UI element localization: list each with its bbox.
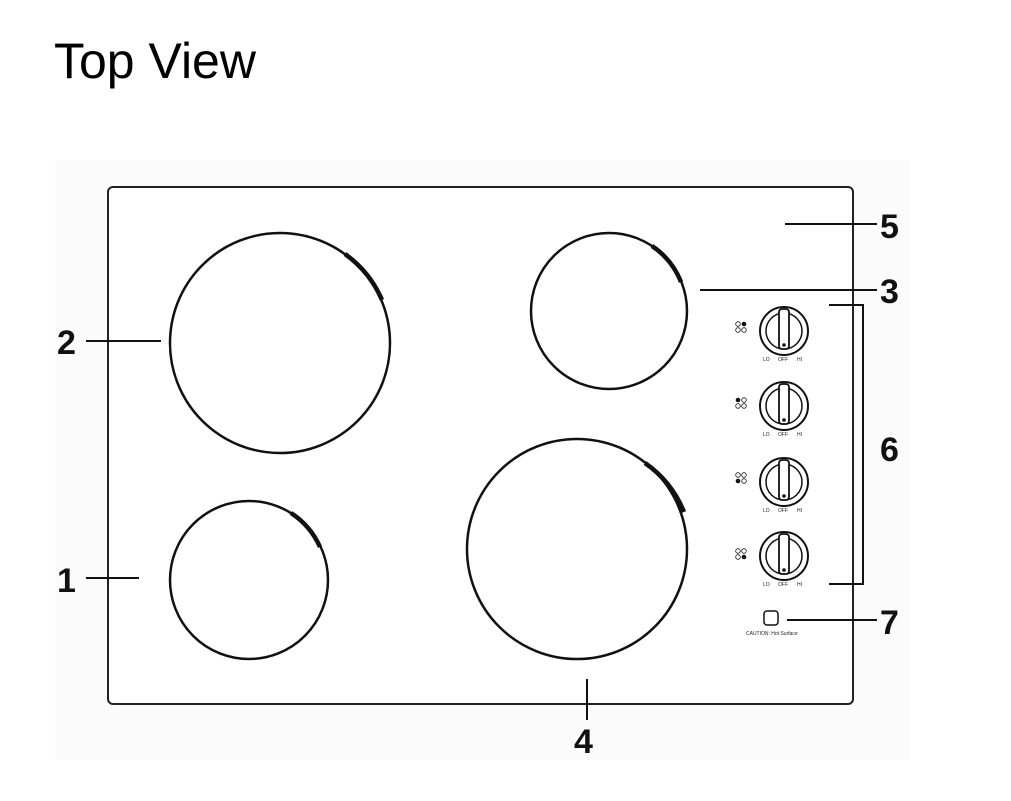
caution-label: CAUTION: Hot Surface — [746, 631, 798, 637]
svg-text:HI: HI — [797, 508, 802, 514]
page-title: Top View — [54, 33, 256, 89]
control-knob-4[interactable] — [759, 531, 809, 581]
element-left-rear — [168, 231, 392, 455]
svg-text:OFF: OFF — [778, 508, 788, 514]
callout-5: 5 — [880, 208, 899, 246]
svg-text:OFF: OFF — [778, 582, 788, 588]
knob-1-scale: LO OFF HI — [763, 357, 802, 363]
element-locator-icon-3 — [735, 472, 747, 484]
svg-text:LO: LO — [763, 432, 770, 438]
svg-text:LO: LO — [763, 582, 770, 588]
element-left-front — [168, 499, 330, 661]
callout-7: 7 — [880, 604, 899, 642]
element-right-front — [465, 437, 689, 661]
element-locator-icon-4 — [735, 548, 747, 560]
cooktop-surface — [107, 186, 854, 705]
knob-2-scale: LO OFF HI — [763, 432, 802, 438]
bracket-6 — [829, 304, 864, 585]
hot-surface-indicator: CAUTION: Hot Surface — [746, 610, 798, 637]
control-knob-3[interactable] — [759, 457, 809, 507]
callout-1: 1 — [57, 562, 76, 600]
svg-text:OFF: OFF — [778, 357, 788, 363]
element-right-rear — [529, 231, 689, 391]
control-knob-1[interactable] — [759, 306, 809, 356]
control-knob-2[interactable] — [759, 381, 809, 431]
callout-4: 4 — [574, 723, 593, 761]
svg-text:HI: HI — [797, 582, 802, 588]
knob-3-scale: LO OFF HI — [763, 508, 802, 514]
svg-text:OFF: OFF — [778, 432, 788, 438]
svg-text:HI: HI — [797, 432, 802, 438]
svg-text:LO: LO — [763, 508, 770, 514]
callout-6: 6 — [880, 431, 899, 469]
svg-text:LO: LO — [763, 357, 770, 363]
knob-4-scale: LO OFF HI — [763, 582, 802, 588]
element-locator-icon-2 — [735, 397, 747, 409]
callout-2: 2 — [57, 324, 76, 362]
svg-text:HI: HI — [797, 357, 802, 363]
element-locator-icon-1 — [735, 321, 747, 333]
callout-3: 3 — [880, 273, 899, 311]
